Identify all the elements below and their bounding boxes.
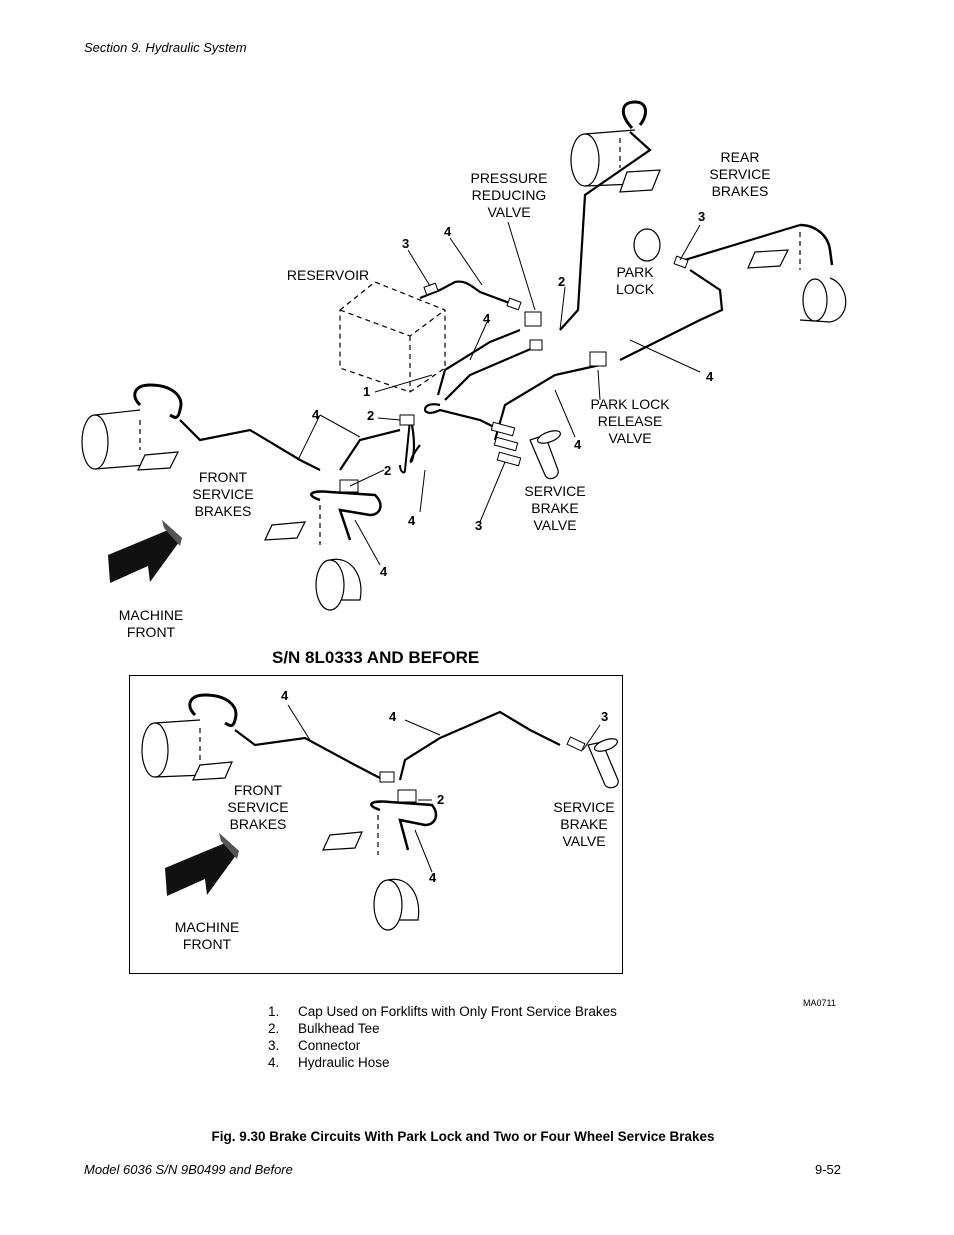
legend-number: 4. <box>268 1055 280 1070</box>
footer-model: Model 6036 S/N 9B0499 and Before <box>84 1162 293 1177</box>
callout-2: 2 <box>384 463 392 478</box>
figure-code: MA0711 <box>803 998 836 1008</box>
park-lock-label: PARK LOCK <box>615 264 655 297</box>
callout-1: 1 <box>363 384 371 399</box>
machine-front-arrow <box>108 520 182 583</box>
rear-left-wheel <box>570 129 661 193</box>
service-brake-valve <box>529 430 562 480</box>
legend-item: 3. Connector <box>268 1037 617 1054</box>
inset-callout-4: 4 <box>429 870 437 885</box>
section-header: Section 9. Hydraulic System <box>84 40 247 55</box>
callout-4: 4 <box>483 311 491 326</box>
reservoir <box>339 281 446 393</box>
legend-item: 1. Cap Used on Forklifts with Only Front … <box>268 1003 617 1020</box>
machine-front-label: MACHINE FRONT <box>118 607 184 640</box>
callout-3: 3 <box>475 518 483 533</box>
legend-item: 2. Bulkhead Tee <box>268 1020 617 1037</box>
page-number: 9-52 <box>815 1162 842 1177</box>
callout-4: 4 <box>408 513 416 528</box>
reservoir-label: RESERVOIR <box>286 267 370 283</box>
front-service-brakes-label: FRONT SERVICE BRAKES <box>192 469 254 519</box>
legend-item: 4. Hydraulic Hose <box>268 1054 617 1071</box>
inset-front-service-brakes-label: FRONT SERVICE BRAKES <box>227 782 289 832</box>
inset-frame <box>129 675 623 974</box>
inset-callout-3: 3 <box>601 709 609 724</box>
inset-service-brake-valve-label: SERVICE BRAKE VALVE <box>553 799 615 849</box>
legend-text: Hydraulic Hose <box>298 1055 390 1070</box>
legend-text: Cap Used on Forklifts with Only Front Se… <box>298 1004 617 1019</box>
inset-callout-4: 4 <box>389 709 397 724</box>
inset-callout-4: 4 <box>281 688 289 703</box>
legend-number: 3. <box>268 1038 280 1053</box>
inset-service-brake-valve <box>587 738 619 789</box>
callout-4: 4 <box>444 224 452 239</box>
callout-4: 4 <box>574 437 582 452</box>
pressure-reducing-valve-label: PRESSURE REDUCING VALVE <box>470 170 548 220</box>
park-lock-release-valve-label: PARK LOCK RELEASE VALVE <box>590 396 670 446</box>
front-left-wheel <box>81 409 180 471</box>
figure-caption: Fig. 9.30 Brake Circuits With Park Lock … <box>211 1129 715 1144</box>
legend: 1. Cap Used on Forklifts with Only Front … <box>268 1003 617 1071</box>
callout-4: 4 <box>380 564 388 579</box>
inset-callout-2: 2 <box>437 792 445 807</box>
inset-machine-front-label: MACHINE FRONT <box>174 919 240 952</box>
rear-right-wheel <box>633 228 847 323</box>
rear-service-brakes-label: REAR SERVICE BRAKES <box>709 149 771 199</box>
legend-number: 1. <box>268 1004 280 1019</box>
inset-diagram <box>141 693 619 931</box>
callout-2: 2 <box>367 408 375 423</box>
callout-2: 2 <box>558 274 566 289</box>
callout-4: 4 <box>706 369 714 384</box>
legend-number: 2. <box>268 1021 280 1036</box>
callout-3: 3 <box>402 236 410 251</box>
service-brake-valve-label: SERVICE BRAKE VALVE <box>524 483 586 533</box>
legend-text: Bulkhead Tee <box>298 1021 380 1036</box>
callout-3: 3 <box>698 209 706 224</box>
legend-text: Connector <box>298 1038 361 1053</box>
inset-title: S/N 8L0333 AND BEFORE <box>272 648 480 667</box>
front-right-wheel <box>264 505 362 611</box>
callout-4: 4 <box>312 407 320 422</box>
